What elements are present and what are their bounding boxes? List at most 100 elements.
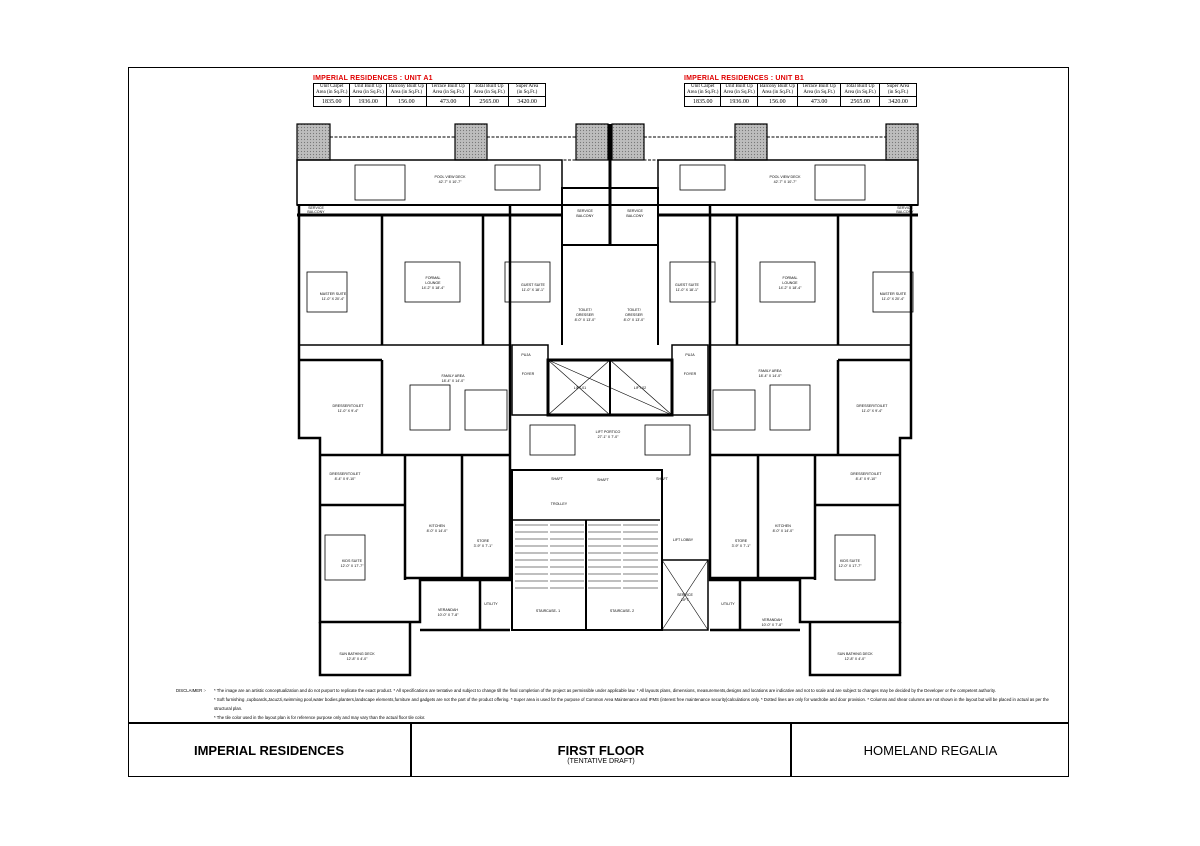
svg-text:FOYER: FOYER — [522, 372, 535, 376]
svg-text:STAIRCASE- 1: STAIRCASE- 1 — [536, 609, 560, 613]
svg-text:BALCONY: BALCONY — [626, 214, 644, 218]
svg-text:TOILET/: TOILET/ — [627, 308, 641, 312]
svg-text:DRESSER/TOILET: DRESSER/TOILET — [851, 472, 883, 476]
floor-cell: FIRST FLOOR (TENTATIVE DRAFT) — [410, 724, 790, 777]
disclaimer-label: DISCLAIMER :- — [176, 688, 207, 693]
svg-text:11'-0" X 18'-1": 11'-0" X 18'-1" — [676, 288, 699, 292]
value-cell: 156.00 — [385, 96, 428, 107]
svg-text:TOILET/: TOILET/ — [578, 308, 592, 312]
svg-text:11'-0" X 9'-4": 11'-0" X 9'-4" — [338, 409, 359, 413]
project-name: IMPERIAL RESIDENCES — [193, 743, 344, 758]
svg-text:BALCONY: BALCONY — [896, 210, 914, 214]
svg-text:DRESSER: DRESSER — [625, 313, 643, 317]
draft-status: (TENTATIVE DRAFT) — [567, 757, 635, 765]
svg-text:KIDS SUITE: KIDS SUITE — [342, 559, 363, 563]
svg-text:27'-1" X 7'-0": 27'-1" X 7'-0" — [598, 435, 619, 439]
unit-a1-title: IMPERIAL RESIDENCES : UNIT A1 — [313, 75, 433, 82]
disclaimer: DISCLAIMER :- * The image are an artisti… — [176, 686, 1056, 722]
planters — [296, 123, 919, 161]
svg-text:LOUNGE: LOUNGE — [782, 281, 798, 285]
svg-text:10'-0" X 7'-8": 10'-0" X 7'-8" — [762, 623, 783, 627]
title-block: IMPERIAL RESIDENCES FIRST FLOOR (TENTATI… — [128, 722, 1069, 777]
svg-text:POOL VIEW DECK: POOL VIEW DECK — [434, 175, 466, 179]
unit-b1-title: IMPERIAL RESIDENCES : UNIT B1 — [684, 75, 805, 82]
svg-text:11'-0" X 9'-4": 11'-0" X 9'-4" — [862, 409, 883, 413]
svg-text:FAMILY AREA: FAMILY AREA — [441, 374, 465, 378]
svg-text:GUEST SUITE: GUEST SUITE — [521, 283, 545, 287]
value-cell: 3420.00 — [508, 96, 547, 107]
furniture — [306, 164, 914, 581]
svg-text:42'-7" X 10'-7": 42'-7" X 10'-7" — [439, 180, 462, 184]
unit-b1-area-table: IMPERIAL RESIDENCES : UNIT B1 Unit Carpe… — [683, 75, 918, 107]
svg-text:FOYER: FOYER — [684, 372, 697, 376]
svg-text:SERVICE: SERVICE — [627, 209, 643, 213]
value-cell: 3420.00 — [879, 96, 918, 107]
svg-text:SERVICE: SERVICE — [308, 206, 324, 210]
svg-text:VERANDAH: VERANDAH — [438, 608, 458, 612]
svg-text:STORE: STORE — [735, 539, 748, 543]
svg-text:18'-4" X 14'-0": 18'-4" X 14'-0" — [759, 374, 782, 378]
svg-text:VERANDAH: VERANDAH — [762, 618, 782, 622]
svg-text:TROLLEY: TROLLEY — [551, 502, 568, 506]
svg-text:SUN BATHING DECK: SUN BATHING DECK — [339, 652, 375, 656]
unit-a1-area-table: IMPERIAL RESIDENCES : UNIT A1 Unit Carpe… — [312, 75, 547, 107]
svg-text:14'-2" X 18'-4": 14'-2" X 18'-4" — [422, 286, 445, 290]
svg-text:11'-0" X 20'-4": 11'-0" X 20'-4" — [322, 297, 345, 301]
svg-text:KITCHEN: KITCHEN — [775, 524, 791, 528]
disclaimer-line: * The tile color used in the layout plan… — [214, 715, 426, 720]
svg-text:10'-0" X 7'-8": 10'-0" X 7'-8" — [438, 613, 459, 617]
header-cell: Super Area(in Sq.Ft.) — [508, 83, 547, 97]
svg-text:GUEST SUITE: GUEST SUITE — [675, 283, 699, 287]
value-cell: 1936.00 — [720, 96, 758, 107]
developer-cell: HOMELAND REGALIA — [790, 724, 1069, 777]
svg-text:DRESSER/TOILET: DRESSER/TOILET — [857, 404, 889, 408]
svg-text:POOL VIEW DECK: POOL VIEW DECK — [769, 175, 801, 179]
project-name-cell: IMPERIAL RESIDENCES — [128, 724, 410, 777]
svg-text:12'-8" X 4'-0": 12'-8" X 4'-0" — [347, 657, 368, 661]
svg-text:8'-0" X 13'-0": 8'-0" X 13'-0" — [624, 318, 645, 322]
svg-text:12'-8" X 4'-0": 12'-8" X 4'-0" — [845, 657, 866, 661]
svg-text:SHAFT: SHAFT — [551, 477, 564, 481]
svg-text:STAIRCASE- 2: STAIRCASE- 2 — [610, 609, 634, 613]
disclaimer-line: * Soft furnishing ,cupboards,Jacuzzi,swi… — [214, 697, 1049, 711]
svg-text:FORMAL: FORMAL — [426, 276, 441, 280]
svg-text:STORE: STORE — [477, 539, 490, 543]
svg-text:SERVICE: SERVICE — [677, 593, 693, 597]
svg-text:FORMAL: FORMAL — [783, 276, 798, 280]
floor-name: FIRST FLOOR — [557, 742, 645, 758]
svg-text:3'-9" X 7'-1": 3'-9" X 7'-1" — [474, 544, 493, 548]
svg-text:UTILITY: UTILITY — [484, 602, 498, 606]
svg-text:3'-9" X 7'-1": 3'-9" X 7'-1" — [732, 544, 751, 548]
svg-text:PUJA: PUJA — [685, 353, 695, 357]
svg-text:14'-2" X 18'-4": 14'-2" X 18'-4" — [779, 286, 802, 290]
svg-text:12'-0" X 17'-7": 12'-0" X 17'-7" — [839, 564, 862, 568]
svg-text:LOUNGE: LOUNGE — [425, 281, 441, 285]
svg-text:LIFT: LIFT — [681, 598, 689, 602]
svg-text:SHAFT: SHAFT — [597, 478, 610, 482]
svg-text:8'-0" X 13'-0": 8'-0" X 13'-0" — [575, 318, 596, 322]
svg-text:KIDS SUITE: KIDS SUITE — [840, 559, 861, 563]
svg-text:8'-4" X 9'-10": 8'-4" X 9'-10" — [335, 477, 356, 481]
svg-text:LIFT LOBBY: LIFT LOBBY — [673, 538, 694, 542]
svg-text:SHAFT: SHAFT — [656, 477, 669, 481]
svg-text:8'-0" X 14'-0": 8'-0" X 14'-0" — [427, 529, 448, 533]
svg-text:KITCHEN: KITCHEN — [429, 524, 445, 528]
svg-text:BALCONY: BALCONY — [307, 210, 325, 214]
svg-text:UTILITY: UTILITY — [721, 602, 735, 606]
svg-text:11'-0" X 18'-1": 11'-0" X 18'-1" — [522, 288, 545, 292]
svg-text:DRESSER/TOILET: DRESSER/TOILET — [330, 472, 362, 476]
svg-text:SERVICE: SERVICE — [577, 209, 593, 213]
header-cell: Super Area(in Sq.Ft.) — [879, 83, 918, 97]
svg-text:DRESSER/TOILET: DRESSER/TOILET — [333, 404, 365, 408]
value-cell: 1936.00 — [349, 96, 387, 107]
svg-text:DRESSER: DRESSER — [576, 313, 594, 317]
svg-text:MASTER SUITE: MASTER SUITE — [880, 292, 907, 296]
svg-text:11'-0" X 20'-4": 11'-0" X 20'-4" — [882, 297, 905, 301]
svg-text:SERVICE: SERVICE — [897, 206, 913, 210]
svg-text:42'-7" X 10'-7": 42'-7" X 10'-7" — [774, 180, 797, 184]
